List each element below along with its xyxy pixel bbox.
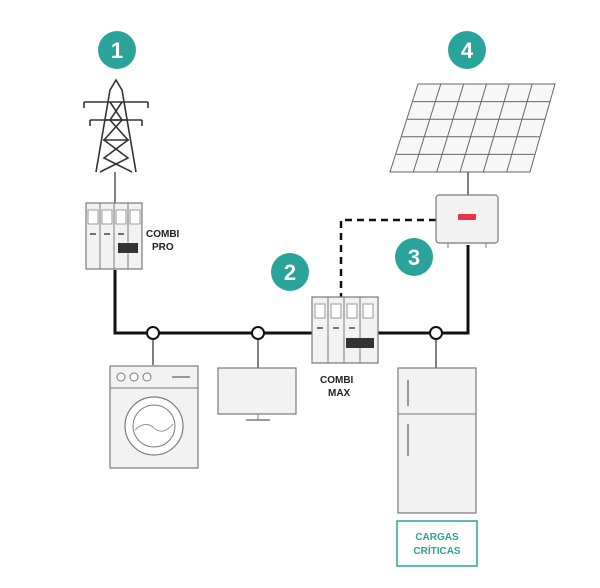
badge-4-number: 4 (461, 38, 474, 63)
surge-protector-icon (85, 202, 143, 270)
transmission-tower-icon (83, 78, 149, 173)
critical-loads-label-2: CRÍTICAS (413, 544, 461, 557)
surge-protector-icon (311, 296, 379, 364)
critical-loads-label-1: CARGAS (415, 532, 459, 543)
combi-max-label-1: COMBI (320, 375, 354, 386)
wiring (113, 172, 470, 335)
badge-1-number: 1 (111, 38, 123, 63)
badge-4: 4 (448, 31, 486, 69)
television-icon (217, 367, 297, 421)
washing-machine-icon (109, 365, 199, 469)
combi-max-label-2: MAX (328, 388, 351, 399)
refrigerator-icon (397, 367, 477, 514)
solar-panel-icon (389, 83, 556, 195)
badge-2-number: 2 (284, 260, 296, 285)
inverter-icon (435, 194, 499, 248)
badge-2: 2 (271, 253, 309, 291)
bus-nodes (146, 326, 443, 368)
badge-3: 3 (395, 238, 433, 276)
critical-loads-box: CARGAS CRÍTICAS (396, 520, 478, 567)
combi-pro-label-1: COMBI (146, 229, 180, 240)
badge-3-number: 3 (408, 245, 420, 270)
combi-pro-label-2: PRO (152, 242, 174, 253)
signal-dashed-line (339, 218, 436, 300)
badge-1: 1 (98, 31, 136, 69)
